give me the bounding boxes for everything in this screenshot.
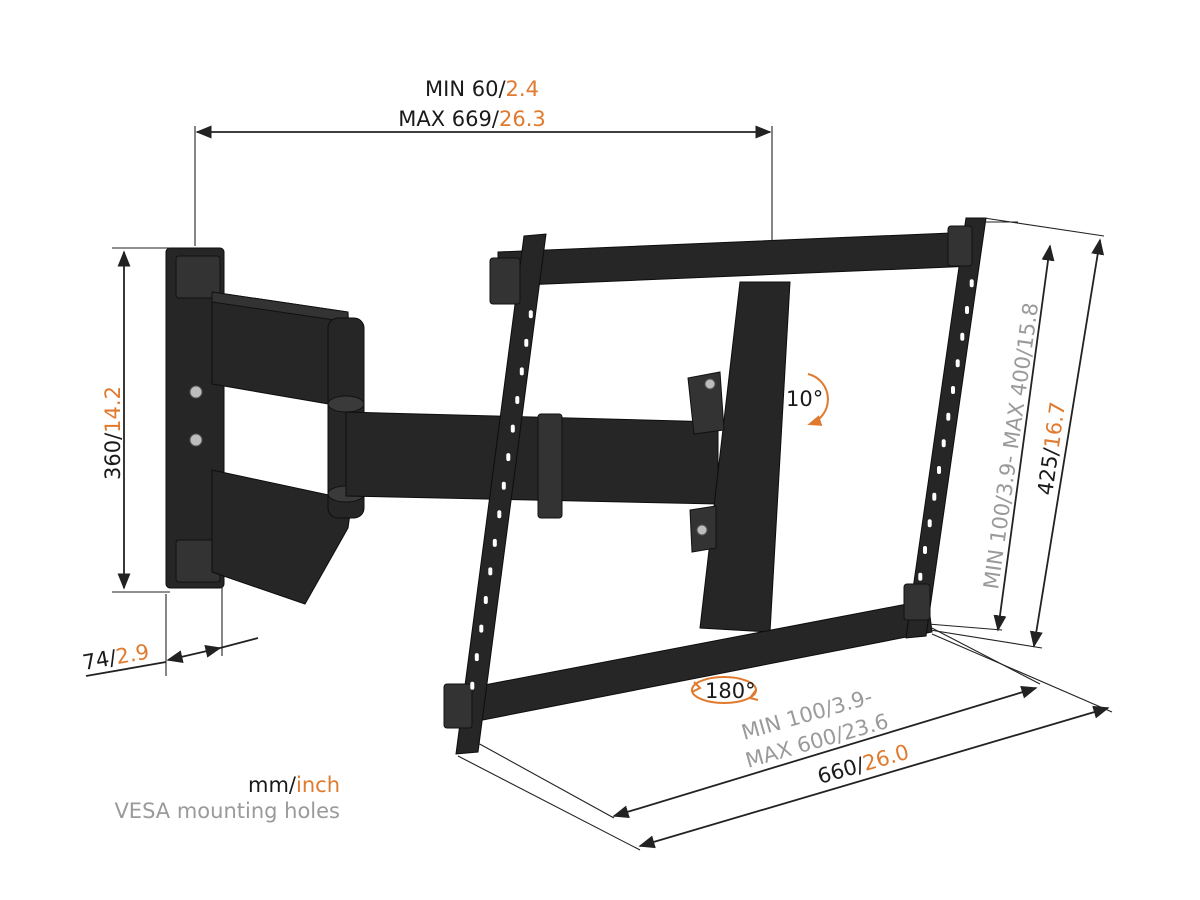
rail-slot-hole [519, 367, 524, 376]
rotate-indicator: 180° [691, 676, 759, 704]
rail-slot-hole [510, 424, 515, 433]
tv-frame [443, 217, 987, 755]
rail-slot-hole [955, 359, 960, 368]
tilt-head [687, 281, 791, 633]
vesa-vertical-label: MIN 100/3.9- MAX 400/15.8 [979, 301, 1043, 591]
rail-slot-hole [524, 338, 529, 347]
rail-slot-hole [937, 466, 941, 474]
dimension-lines [85, 125, 1113, 851]
rail-slot-hole [918, 572, 923, 581]
rail-slot-hole [528, 310, 533, 319]
rail-slot-hole [483, 596, 488, 604]
vesa-note: VESA mounting holes [114, 799, 340, 823]
rail-slot-hole [969, 279, 974, 288]
rail-slot-hole [470, 681, 475, 690]
rail-slot-hole [488, 567, 493, 576]
rail-slot-hole [515, 396, 520, 404]
units-label: mm/inch [248, 773, 340, 797]
rail-slot-hole [923, 546, 927, 554]
rail-slot-hole [474, 653, 479, 662]
extension-arm [345, 411, 719, 519]
rail-slot-hole [497, 510, 502, 519]
units-legend: mm/inch VESA mounting holes [114, 773, 340, 823]
tilt-indicator: 10° [786, 373, 829, 426]
rail-slot-hole [492, 538, 497, 547]
rail-slot-hole [506, 453, 511, 462]
rail-slot-hole [927, 519, 932, 528]
bracket-height-label: 425/16.7 [1033, 400, 1070, 496]
rail-slot-hole [932, 492, 937, 501]
rail-slot-hole [960, 332, 965, 341]
rail-slot-hole [941, 439, 946, 448]
wall-plate [165, 247, 225, 589]
rail-slot-hole [501, 481, 506, 490]
rail-slot-hole [951, 386, 955, 394]
rail-slot-hole [965, 306, 969, 314]
wall-mount-product [165, 217, 987, 755]
rail-slot-hole [946, 412, 951, 421]
wall-plate-height-label: 360/14.2 [101, 386, 125, 480]
tilt-label: 10° [786, 387, 823, 411]
rail-slot-hole [479, 624, 484, 633]
top-width-max-label: MAX 669/26.3 [398, 107, 545, 131]
rotate-label: 180° [705, 679, 756, 703]
depth-label: 74/2.9 [81, 640, 151, 675]
upper-arm [211, 291, 353, 409]
top-width-min-label: MIN 60/2.4 [425, 77, 539, 101]
